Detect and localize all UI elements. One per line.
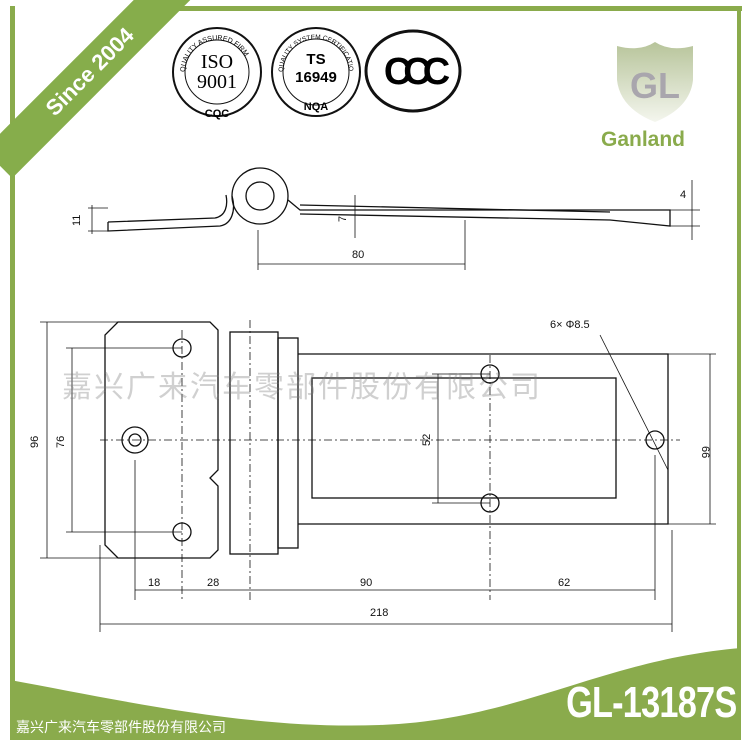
frame-right [737,6,741,740]
dim-side-leaf: 4 [680,189,686,201]
dim-holes: 6× Φ8.5 [550,319,590,331]
footer-wave [10,648,741,740]
iso-main-2: 9001 [197,71,237,93]
company-name: 嘉兴广来汽车零部件股份有限公司 [16,719,226,735]
model-number: GL-13187S [565,678,737,727]
iso-main-1: ISO [201,51,233,73]
ccc-seal [364,29,462,113]
frame-top [160,6,742,11]
ccc-main: CCC [384,51,450,93]
dim-side-thickness: 11 [71,215,83,226]
ts-bottom: NQA [304,101,329,113]
side-view [88,167,700,270]
ganland-shield-logo [617,42,693,122]
brand-name: Ganland [601,128,686,151]
dim-seg2: 28 [207,577,219,589]
dim-side-offset: 7 [337,216,349,222]
plan-view [40,320,716,632]
ts-main-2: 16949 [295,69,337,86]
dim-seg4: 62 [558,577,570,589]
dim-overall: 218 [370,607,388,619]
dim-left-hole-spacing: 76 [55,436,67,448]
ts-16949-seal [271,27,361,117]
iso-bottom: CQC [205,108,230,120]
dim-seg3: 90 [360,577,372,589]
frame-left [10,6,15,740]
dim-seg1: 18 [148,577,160,589]
watermark: 嘉兴广来汽车零部件股份有限公司 [62,371,542,404]
ts-main-1: TS [306,51,325,68]
dim-right-height: 66 [699,446,711,458]
dim-side-length: 80 [352,249,364,261]
dim-mid-hole-spacing: 52 [421,434,433,446]
dim-total-height: 96 [29,436,41,448]
logo-letters: GL [630,65,680,106]
iso-9001-seal [172,27,262,117]
